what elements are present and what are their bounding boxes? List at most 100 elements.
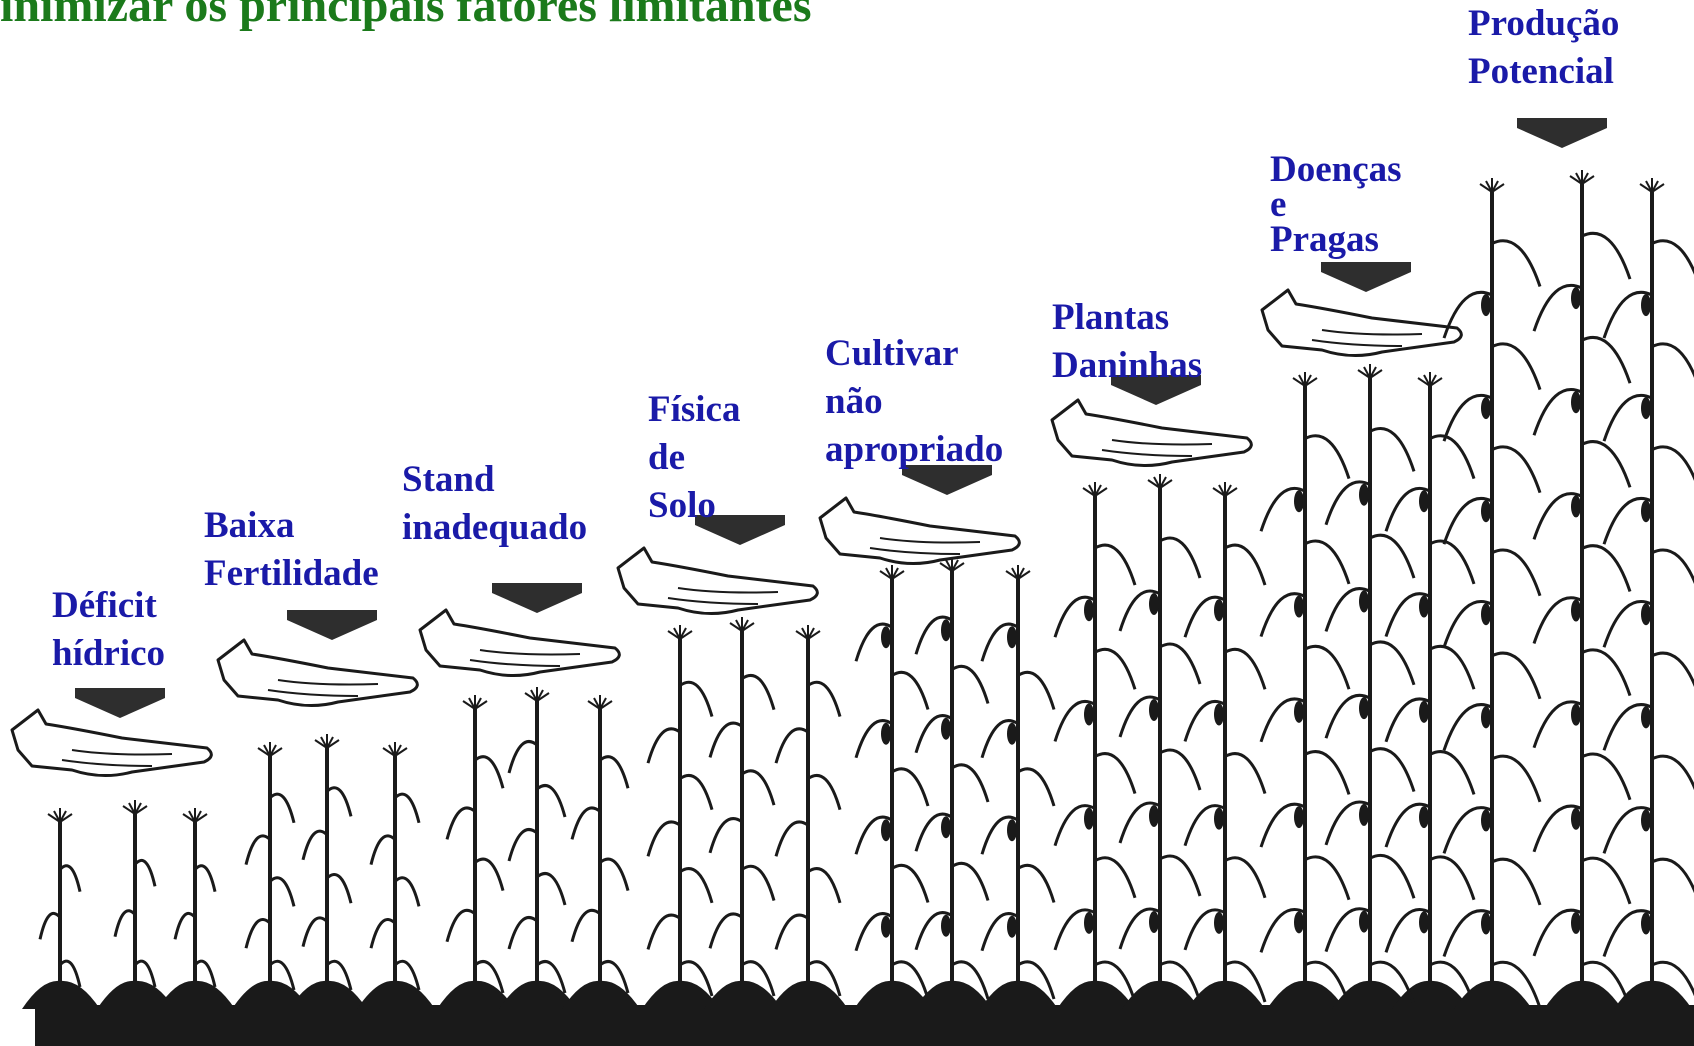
stage-label-line: Plantas [1052,294,1202,342]
corn-ear [1419,596,1429,618]
soil-mound-icon [157,981,235,1009]
corn-leaf [509,918,537,950]
soil-mound-icon [22,981,100,1009]
corn-leaf [1018,769,1054,806]
corn-leaf [447,910,475,942]
stage-label: ProduçãoPotencial [1468,0,1619,96]
corn-ear [1359,804,1369,826]
corn-ear [1419,806,1429,828]
corn-leaf [776,822,808,856]
corn-leaf [1225,858,1265,898]
corn-leaf [60,866,80,892]
corn-leaf [808,869,840,903]
corn-leaf [270,878,294,907]
soil-mound-icon [980,981,1058,1009]
corn-leaf [1370,855,1414,898]
corn-leaf [1652,859,1694,905]
corn-ear [1007,819,1017,841]
corn-leaf [1582,233,1630,279]
corn-leaf [808,775,840,809]
corn-leaf [246,836,270,865]
corn-ear [1084,808,1094,830]
corn-ear [1481,500,1491,522]
stage-label-line: apropriado [825,426,1003,474]
corn-leaf [952,765,988,802]
corn-leaf [1430,646,1474,689]
corn-ear [1481,809,1491,831]
corn-leaf [1582,858,1630,904]
stage-group [1052,375,1265,1009]
corn-leaf [1225,754,1265,794]
corn-ear [1641,912,1651,934]
soil-mound-icon [357,981,435,1009]
corn-leaf [1582,754,1630,800]
stage-group [618,515,848,1009]
corn-leaf [475,859,503,891]
stage-label-line: inadequado [402,504,587,552]
corn-leaf [1370,642,1414,685]
corn-leaf [371,836,395,865]
corn-leaf [1492,344,1540,390]
corn-ear [1419,701,1429,723]
corn-leaf [1582,337,1630,383]
corn-ear [881,723,891,745]
corn-leaf [1018,865,1054,902]
corn-leaf [648,729,680,763]
corn-leaf [327,788,351,817]
stage-label-line: Solo [648,482,740,530]
stage-label-line: Cultivar [825,330,1003,378]
corn-leaf [1160,644,1200,684]
corn-ear [1149,593,1159,615]
corn-ear [1359,484,1369,506]
corn-leaf [1492,756,1540,802]
corn-ear [1419,911,1429,933]
corn-leaf [1652,447,1694,493]
corn-leaf [1652,550,1694,596]
corn-ear [1214,808,1224,830]
corn-leaf [776,915,808,949]
corn-ear [1084,912,1094,934]
corn-leaf [680,775,712,809]
corn-leaf [1305,646,1349,689]
corn-ear [1294,806,1304,828]
corn-ear [1149,911,1159,933]
corn-leaf [1582,546,1630,592]
stage-group [820,465,1058,1009]
corn-ear [941,718,951,740]
corn-leaf [1652,241,1694,287]
corn-leaf [1652,344,1694,390]
corn-leaf [680,869,712,903]
down-arrow-icon [1321,262,1411,292]
corn-leaf [1430,436,1474,479]
corn-leaf [808,682,840,716]
corn-leaf [1430,541,1474,584]
corn-leaf [195,866,215,892]
corn-leaf [1160,750,1200,790]
stage-label-line: Pragas [1270,216,1402,264]
stage-label-line: Stand [402,456,587,504]
corn-ear [1571,391,1581,413]
corn-leaf [952,863,988,900]
corn-leaf [1370,428,1414,471]
corn-leaf [40,913,60,939]
corn-leaf [1160,856,1200,896]
corn-leaf [1095,858,1135,898]
corn-ear [1294,490,1304,512]
stage-label: Standinadequado [402,456,587,552]
corn-ear [1294,596,1304,618]
soil-mound-icon [289,981,367,1009]
corn-leaf [1305,436,1349,479]
corn-ear [1294,701,1304,723]
corn-ear [1571,600,1581,622]
corn-leaf [395,878,419,907]
corn-leaf [776,729,808,763]
corn-leaf [1430,857,1474,900]
stage-label-line: de [648,434,740,482]
corn-leaf [1492,653,1540,699]
corn-leaf [475,757,503,789]
corn-leaf [742,866,774,900]
corn-leaf [1370,749,1414,792]
corn-leaf [710,819,742,853]
corn-leaf [303,831,327,860]
stage-group [1444,118,1694,1009]
